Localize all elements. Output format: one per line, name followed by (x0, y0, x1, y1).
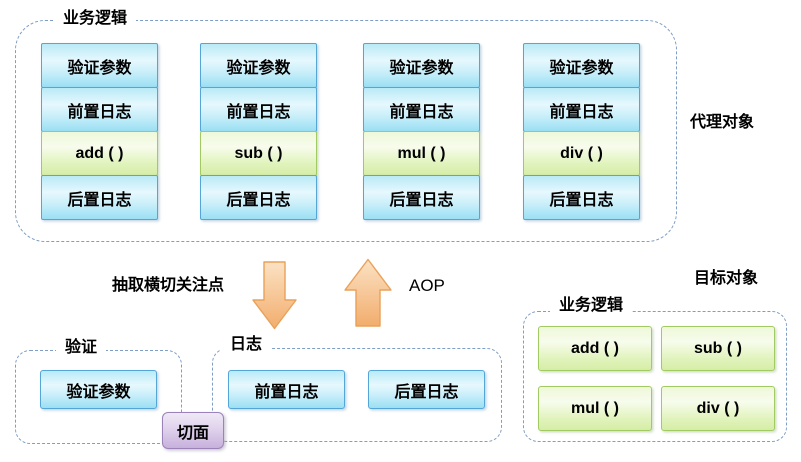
box-method-sub: sub ( ) (661, 326, 775, 371)
cell-pre-log: 前置日志 (363, 87, 480, 132)
proxy-group-title: 业务逻辑 (54, 9, 137, 29)
cell-validate-params: 验证参数 (200, 43, 317, 88)
cell-validate-params: 验证参数 (523, 43, 640, 88)
validation-group-title: 验证 (56, 338, 107, 358)
target-object-label: 目标对象 (694, 270, 759, 287)
down-arrow-icon (252, 261, 297, 330)
target-group-title: 业务逻辑 (550, 296, 633, 316)
cell-post-log: 后置日志 (41, 175, 158, 220)
log-group: 日志 前置日志 后置日志 (212, 335, 502, 442)
cell-validate-params: 验证参数 (41, 43, 158, 88)
box-post-log: 后置日志 (368, 370, 485, 409)
aspect-box: 切面 (162, 412, 224, 449)
proxy-column-mul: 验证参数 前置日志 mul ( ) 后置日志 (363, 43, 480, 220)
proxy-column-sub: 验证参数 前置日志 sub ( ) 后置日志 (200, 43, 317, 220)
cell-method-sub: sub ( ) (200, 131, 317, 176)
cell-post-log: 后置日志 (200, 175, 317, 220)
box-method-mul: mul ( ) (538, 386, 652, 431)
cell-pre-log: 前置日志 (41, 87, 158, 132)
extract-crosscut-label: 抽取横切关注点 (112, 277, 225, 294)
proxy-object-group: 业务逻辑 验证参数 前置日志 add ( ) 后置日志 验证参数 前置日志 su… (15, 9, 677, 242)
box-pre-log: 前置日志 (228, 370, 345, 409)
cell-method-div: div ( ) (523, 131, 640, 176)
proxy-column-add: 验证参数 前置日志 add ( ) 后置日志 (41, 43, 158, 220)
cell-method-add: add ( ) (41, 131, 158, 176)
box-method-div: div ( ) (661, 386, 775, 431)
validation-group: 验证 验证参数 (15, 338, 182, 444)
cell-pre-log: 前置日志 (200, 87, 317, 132)
cell-post-log: 后置日志 (363, 175, 480, 220)
cell-pre-log: 前置日志 (523, 87, 640, 132)
proxy-column-div: 验证参数 前置日志 div ( ) 后置日志 (523, 43, 640, 220)
aop-label: AOP (409, 276, 445, 295)
target-business-logic-group: 业务逻辑 add ( ) sub ( ) mul ( ) div ( ) (523, 296, 787, 442)
cell-method-mul: mul ( ) (363, 131, 480, 176)
cell-post-log: 后置日志 (523, 175, 640, 220)
up-arrow-icon (344, 258, 392, 327)
box-validate-params: 验证参数 (40, 370, 157, 409)
log-group-title: 日志 (221, 335, 272, 355)
cell-validate-params: 验证参数 (363, 43, 480, 88)
proxy-object-label: 代理对象 (690, 114, 755, 131)
box-method-add: add ( ) (538, 326, 652, 371)
